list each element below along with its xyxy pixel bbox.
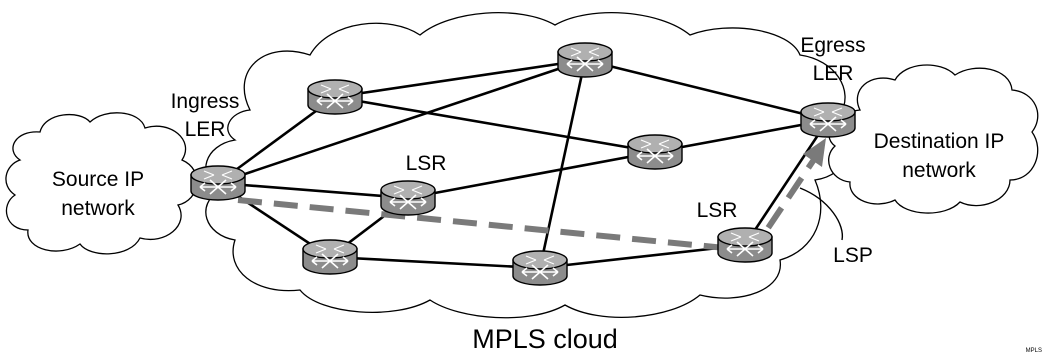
router-icon [717, 227, 773, 263]
lsp-label: LSP [833, 244, 873, 267]
router-icon [190, 165, 246, 201]
ingress-label-line2: LER [185, 118, 226, 141]
link-r1-r4 [334, 95, 656, 154]
source-network-label-line1: Source IP [52, 168, 144, 191]
arrow-head-icon [803, 138, 826, 167]
destination-network-label-line1: Destination IP [874, 130, 1005, 153]
link-r4-egress [654, 118, 829, 154]
link-ingress-r2 [217, 58, 586, 185]
link-r5-r6 [329, 255, 541, 270]
router-icon [307, 79, 363, 115]
destination-network-cloud [828, 64, 1039, 214]
corner-tag: MPLS [1026, 348, 1042, 354]
mpls-cloud-label: MPLS cloud [472, 324, 618, 354]
ingress-label-line1: Ingress [171, 90, 240, 113]
egress-label-line2: LER [813, 62, 854, 85]
egress-label-line1: Egress [800, 34, 865, 57]
router-icon [302, 239, 358, 275]
link-lsr-right-egress [743, 119, 830, 246]
lsr-center-label: LSR [406, 152, 447, 175]
router-icon [380, 180, 436, 216]
source-network-cloud [5, 112, 198, 255]
link-ingress-lsr-center [217, 181, 409, 200]
router-icon [800, 102, 856, 138]
destination-network-label-line2: network [902, 159, 976, 182]
link-r1-r2 [334, 58, 586, 99]
router-icon [557, 42, 613, 78]
link-lsr-center-r4 [407, 150, 656, 200]
lsp-leader-line [799, 187, 844, 241]
router-icon [512, 250, 568, 286]
lsr-right-label: LSR [697, 199, 738, 222]
router-icon [627, 134, 683, 170]
source-network-label-line2: network [61, 197, 135, 220]
link-r2-egress [584, 58, 829, 122]
